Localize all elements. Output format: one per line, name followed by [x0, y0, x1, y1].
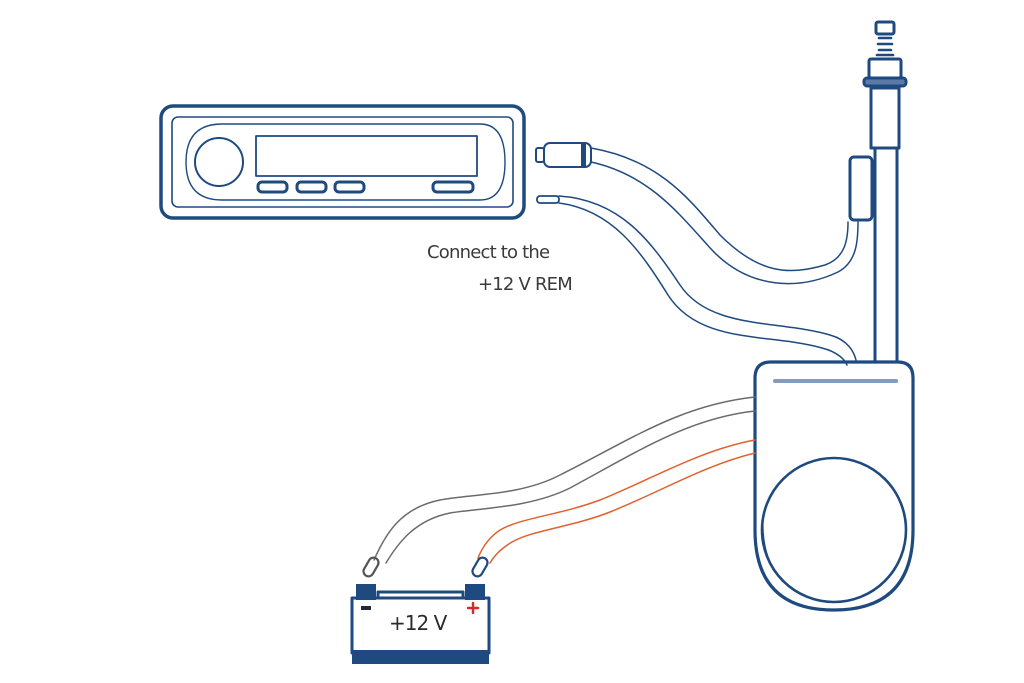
preset-button-3[interactable] [333, 180, 366, 194]
preset-button-2[interactable] [295, 180, 328, 194]
battery [350, 584, 491, 664]
head-unit-inner-frame [171, 116, 514, 208]
battery-negative-post [356, 584, 376, 600]
eject-button[interactable] [431, 180, 475, 194]
antenna-tip [874, 20, 896, 36]
antenna-collar [867, 57, 903, 80]
motor-housing [753, 360, 915, 612]
antenna-motor [753, 360, 915, 612]
battery-voltage-label: +12 V [389, 611, 447, 635]
head-unit [159, 104, 526, 220]
antenna-plug [535, 142, 592, 168]
antenna-plug-tip [535, 147, 545, 163]
rem-annotation-line1: Connect to the [427, 242, 550, 263]
antenna-plug-body [543, 142, 592, 168]
antenna-cable [590, 147, 859, 285]
motor-reel [760, 456, 908, 604]
ground-wire [373, 396, 756, 564]
antenna-mast [848, 20, 908, 364]
antenna-nut [862, 76, 908, 88]
rem-wire-terminal [536, 195, 560, 204]
negative-sign [361, 606, 371, 610]
rem-annotation-line2: +12 V REM [478, 274, 573, 295]
volume-knob[interactable] [194, 137, 244, 187]
display-screen [255, 135, 478, 177]
antenna-tip-rings [875, 36, 895, 57]
battery-positive-post [465, 584, 485, 600]
preset-button-1[interactable] [256, 180, 289, 194]
antenna-lower-tube [873, 146, 899, 364]
positive-sign [466, 601, 480, 615]
positive-ring-terminal [471, 556, 489, 578]
rem-wire [558, 195, 857, 366]
head-unit-faceplate [185, 123, 506, 201]
head-unit-outer-frame [159, 104, 526, 220]
antenna-cable-connector [848, 155, 874, 222]
battery-base [352, 650, 489, 664]
antenna-upper-tube [869, 86, 901, 150]
antenna-plug-band [581, 144, 586, 166]
negative-ring-terminal [362, 556, 380, 578]
power-wire [477, 439, 756, 564]
